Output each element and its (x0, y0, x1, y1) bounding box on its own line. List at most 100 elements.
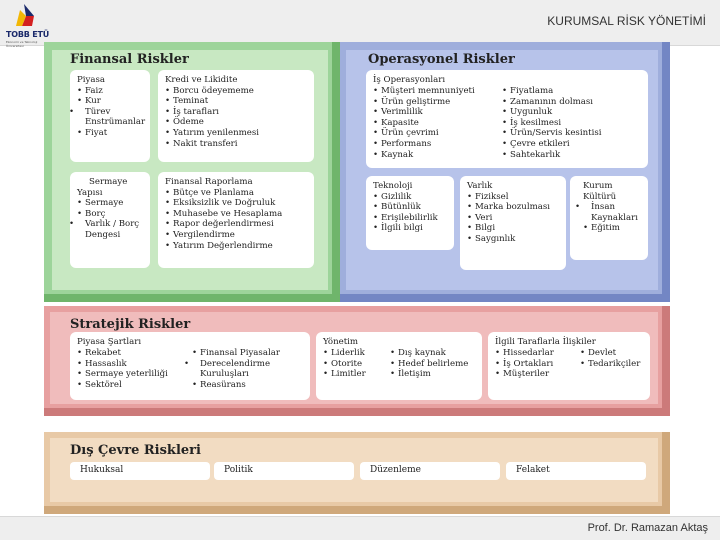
list-item: •Sermaye (77, 198, 124, 209)
list-item: •Borç (77, 208, 106, 219)
list-item: •Varlık / Borç Dengesi (69, 219, 140, 240)
list-item: •Çevre etkileri (502, 138, 570, 149)
list-item: •Vergilendirme (165, 229, 235, 240)
list-item: •Bütünlük (373, 202, 421, 213)
list-item: •Kapasite (373, 117, 419, 128)
list-item: •Muhasebe ve Hesaplama (165, 208, 283, 219)
kredi-likidite-title: Kredi ve Likidite (165, 75, 238, 85)
list-item: •Fiyatlama (502, 86, 554, 96)
list-item: •Sermaye yeterliliği (77, 369, 168, 380)
ilgili-taraflar-title: İlgili Taraflarla İlişkiler (495, 337, 596, 347)
teknoloji-title: Teknoloji (373, 181, 413, 191)
sermaye-box: Sermaye Yapısı •Sermaye •Borç •Varlık / … (69, 172, 150, 268)
list-item: •Otorite (323, 358, 363, 369)
footer-bar: Prof. Dr. Ramazan Aktaş (0, 516, 720, 540)
external-risks-title: Dış Çevre Riskleri (70, 443, 201, 458)
operational-risks-title: Operasyonel Riskler (368, 52, 515, 67)
list-item: •İş tarafları (165, 106, 220, 117)
list-item: •Liderlik (323, 348, 365, 358)
list-item: •İş Ortakları (495, 358, 554, 369)
list-item: •İletişim (390, 369, 431, 380)
list-item: •Kur (77, 96, 101, 107)
financial-risks-title: Finansal Riskler (70, 52, 189, 67)
felaket-chip: Felaket (506, 462, 646, 480)
list-item: •Yatırım yenilenmesi (165, 127, 260, 138)
politik-chip: Politik (214, 462, 354, 480)
list-item: •Rapor değerlendirmesi (165, 219, 274, 230)
yonetim-title: Yönetim (323, 337, 359, 347)
sermaye-title-line2: Yapısı (77, 187, 103, 198)
operational-risks-panel: Operasyonel Riskler İş Operasyonları •Mü… (340, 42, 670, 302)
logo-mark-icon (16, 4, 34, 26)
kurum-title-line1: Kurum (583, 181, 613, 191)
list-item: •Türev Enstrümanlar (69, 106, 146, 128)
list-item: •Hassaslık (77, 358, 127, 369)
list-item: •İlgili bilgi (373, 223, 423, 234)
list-item: •Limitler (323, 369, 366, 380)
list-item: •Gizlilik (373, 191, 412, 202)
list-item: •Veri (467, 212, 493, 223)
strategic-risks-panel: Stratejik Riskler Piyasa Şartları •Rekab… (44, 306, 670, 416)
list-item: •Verimlilik (373, 107, 423, 118)
sermaye-title-line1: Sermaye (89, 177, 128, 187)
list-item: •Saygınlık (467, 233, 516, 244)
logo-subtext: Ekonomi ve Teknoloji Üniversitesi (6, 40, 38, 48)
hukuksal-chip: Hukuksal (70, 462, 210, 480)
list-item: •Bütçe ve Planlama (165, 187, 254, 198)
list-item: •Tedarikçiler (580, 358, 641, 369)
author-name: Prof. Dr. Ramazan Aktaş (587, 522, 708, 534)
list-item: •İnsan Kaynakları (575, 202, 638, 223)
list-item: •Marka bozulması (467, 202, 551, 213)
list-item: •Fiziksel (467, 191, 509, 202)
logo-text: TOBB ETÜ (6, 30, 50, 39)
kredi-likidite-box: Kredi ve Likidite •Borcu ödeyememe •Temi… (158, 70, 314, 162)
list-item: •Reasürans (192, 379, 246, 390)
list-item: •Rekabet (77, 348, 121, 358)
list-item: •Hissedarlar (495, 348, 554, 358)
list-item: •Teminat (165, 96, 209, 107)
kurum-kulturu-box: Kurum Kültürü •İnsan Kaynakları •Eğitim (570, 176, 648, 260)
varlik-box: Varlık •Fiziksel •Marka bozulması •Veri … (460, 176, 566, 270)
is-operasyonlari-title: İş Operasyonları (373, 75, 446, 85)
list-item: •Erişilebilirlik (373, 212, 438, 223)
piyasa-box: Piyasa •Faiz •Kur •Türev Enstrümanlar •F… (69, 70, 150, 162)
list-item: •Hedef belirleme (390, 358, 469, 369)
list-item: •Dış kaynak (390, 348, 446, 358)
list-item: •Zamanının dolması (502, 96, 594, 107)
piyasa-title: Piyasa (77, 75, 106, 85)
finansal-raporlama-box: Finansal Raporlama •Bütçe ve Planlama •E… (158, 172, 314, 268)
list-item: •Devlet (580, 348, 617, 358)
tobb-etu-logo: TOBB ETÜ Ekonomi ve Teknoloji Üniversite… (4, 2, 54, 48)
finansal-raporlama-title: Finansal Raporlama (165, 177, 253, 187)
piyasa-sartlari-box: Piyasa Şartları •Rekabet •Hassaslık •Ser… (70, 332, 310, 400)
list-item: •Ürün geliştirme (373, 96, 451, 107)
list-item: •Bilgi (467, 223, 496, 234)
list-item: •Derecelendirme Kuruluşları (184, 358, 271, 380)
list-item: •Finansal Piyasalar (192, 348, 280, 358)
list-item: •Müşteriler (495, 369, 550, 380)
list-item: •Fiyat (77, 127, 108, 138)
yonetim-box: Yönetim •Liderlik •Otorite •Limitler •Dı… (316, 332, 482, 400)
list-item: •Sahtekarlık (502, 149, 561, 160)
header-bar: TOBB ETÜ Ekonomi ve Teknoloji Üniversite… (0, 0, 720, 48)
list-item: •Sektörel (77, 379, 122, 390)
list-item: •Ödeme (165, 117, 204, 128)
list-item: •Ürün çevrimi (373, 128, 439, 139)
list-item: •Uygunluk (502, 107, 553, 118)
piyasa-sartlari-title: Piyasa Şartları (77, 337, 142, 347)
is-operasyonlari-box: İş Operasyonları •Müşteri memnuniyeti •Ü… (366, 70, 648, 168)
list-item: •Nakit transferi (165, 138, 238, 149)
list-item: •İş kesilmesi (502, 117, 562, 128)
list-item: •Borcu ödeyememe (165, 85, 254, 96)
list-item: •Eksiksizlik ve Doğruluk (165, 198, 276, 209)
teknoloji-box: Teknoloji •Gizlilik •Bütünlük •Erişilebi… (366, 176, 454, 250)
list-item: •Performans (373, 138, 432, 149)
duzenleme-chip: Düzenleme (360, 462, 500, 480)
list-item: •Ürün/Servis kesintisi (502, 128, 602, 139)
varlik-title: Varlık (467, 181, 493, 191)
ilgili-taraflar-box: İlgili Taraflarla İlişkiler •Hissedarlar… (488, 332, 650, 400)
strategic-risks-title: Stratejik Riskler (70, 317, 191, 332)
list-item: •Yatırım Değerlendirme (165, 240, 273, 251)
list-item: •Kaynak (373, 149, 414, 160)
list-item: •Müşteri memnuniyeti (373, 86, 475, 96)
